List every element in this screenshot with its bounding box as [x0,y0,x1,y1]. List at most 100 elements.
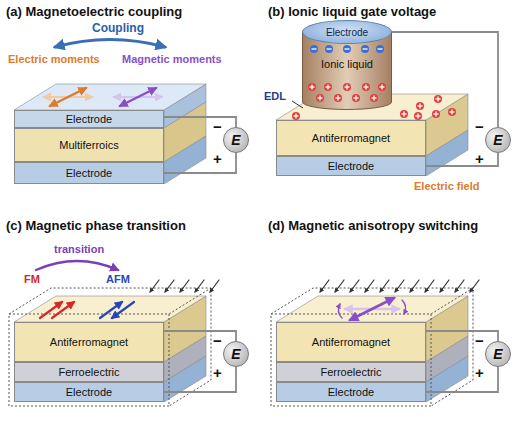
layer-box: Ferroelectric [276,362,426,382]
cation-mark [365,85,366,90]
dashed-outline [9,288,211,406]
afm-arrow [100,302,122,318]
node-text: Ferroelectric [58,366,119,378]
cation-mark [327,85,328,90]
field-arrow [380,280,389,292]
layer-box: Electrode [276,156,426,176]
polarity-sign: − [475,118,484,136]
annotation: Coupling [92,21,144,35]
cation-mark [381,85,382,90]
dashed-outline [271,288,473,406]
anion-mark [363,48,368,49]
surface-charge-mark [417,114,418,119]
wire [164,117,236,127]
surface-charge [416,102,424,110]
cation [324,83,332,91]
field-arrow [210,280,219,292]
layer-box: Antiferromagnet [276,322,426,362]
electrode-disk: Electrode [302,20,392,44]
anion-mark [312,48,317,49]
edl-leader [292,101,303,108]
annotation: FM [24,273,40,286]
polarity-sign: + [475,150,484,168]
field-arrow [470,280,479,292]
field-arrow [365,280,374,292]
layer-box: Antiferromagnet [14,322,164,362]
slab-side [426,356,468,402]
node-text: Multiferroics [59,139,118,151]
transition-arrow [36,261,118,270]
surface-charge [400,110,408,118]
coupling-arrow [55,40,165,48]
layer-box: Electrode [14,162,164,184]
surface-charge-mark [451,110,452,115]
panel-title: (d) Magnetic anisotropy switching [268,218,478,234]
surface-charge [432,110,440,118]
node-text: Antiferromagnet [312,336,390,348]
layer-box: Antiferromagnet [276,120,426,156]
polarity-sign: + [475,364,484,382]
slab-side [426,130,468,176]
anion [310,45,318,53]
annotation: Electric moments [8,53,100,66]
field-arrow [410,280,419,292]
panel-title: (c) Magnetic phase transition [6,218,186,234]
cation [370,94,378,102]
slab-side [164,136,206,184]
cation [334,94,342,102]
wire [164,153,236,173]
surface-charge-mark [419,104,420,109]
voltage-source: E [223,341,249,367]
anion-mark [378,48,383,49]
node-text: E [493,132,502,148]
slab-side [164,356,206,402]
field-arrow [195,280,204,292]
layer-box: Electrode [14,110,164,128]
wire [426,331,498,341]
node-text: Electrode [328,386,374,398]
node-text: Ferroelectric [320,366,381,378]
layer-box: Multiferroics [14,128,164,162]
annotation: Magnetic moments [122,53,222,66]
surface-charge [414,112,422,120]
surface-charge [292,112,300,120]
field-arrow [335,280,344,292]
field-arrow [440,280,449,292]
fm-arrow [52,302,74,318]
rotation-arrow [338,304,342,318]
cation [308,83,316,91]
node-text: E [231,346,240,362]
cation-mark [311,85,312,90]
anion [361,45,369,53]
field-arrow [425,280,434,292]
node-text: Antiferromagnet [312,132,390,144]
surface-charge-mark [437,97,438,102]
panel-title: (a) Magnetoelectric coupling [6,4,182,20]
cation-mark [337,96,338,101]
annotation: EDL [264,90,286,103]
node-text: Antiferromagnet [50,336,128,348]
anion [343,45,351,53]
cation [343,83,351,91]
fm-arrow [40,302,62,318]
polarity-sign: − [213,118,222,136]
voltage-source: E [485,127,511,153]
cation [362,83,370,91]
anion [325,45,333,53]
easy-axis [350,298,394,320]
annotation: AFM [106,273,130,286]
layer-box: Electrode [14,382,164,402]
field-arrow [180,280,189,292]
polarity-sign: − [213,332,222,350]
electric-moment [50,88,86,106]
cation-mark [319,96,320,101]
node-text: E [493,346,502,362]
polarity-sign: − [475,332,484,350]
field-arrow [165,280,174,292]
cation [316,94,324,102]
cation [378,83,386,91]
field-arrow [350,280,359,292]
wire [164,331,236,341]
cation-mark [346,85,347,90]
